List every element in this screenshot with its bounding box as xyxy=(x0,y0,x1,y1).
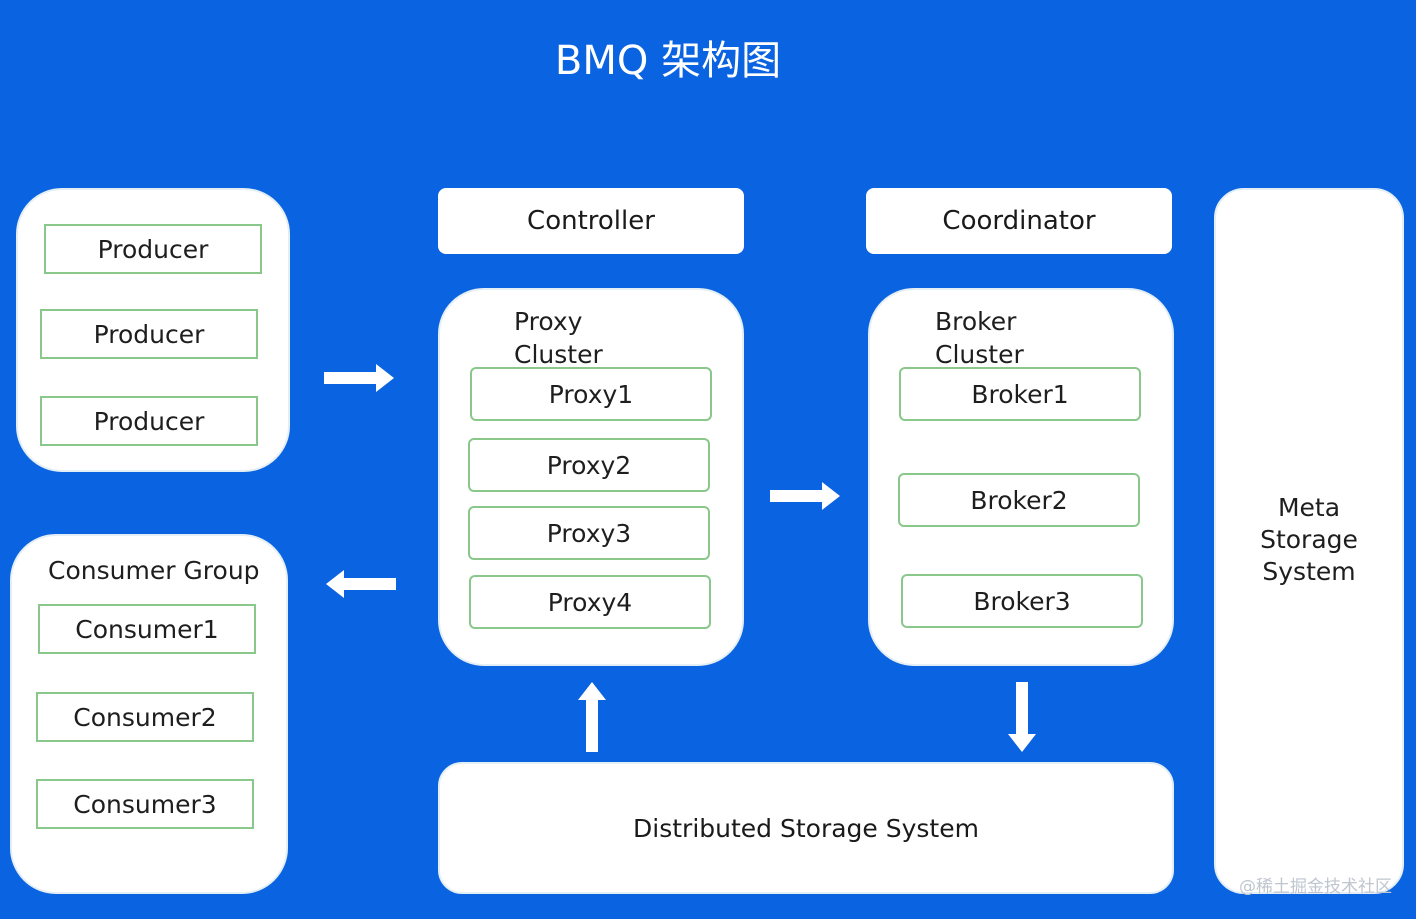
meta-storage-line2: Storage xyxy=(1260,525,1358,554)
producer-box-1: Producer xyxy=(44,224,262,274)
proxy-box-4: Proxy4 xyxy=(469,575,711,629)
meta-storage-line1: Meta xyxy=(1277,493,1341,522)
broker-cluster-label-line2: Cluster xyxy=(935,340,1024,369)
proxy-box-3: Proxy3 xyxy=(468,506,710,560)
arrow-proxy-to-consumers xyxy=(326,570,396,598)
producer-box-2: Producer xyxy=(40,309,258,359)
broker-box-1: Broker1 xyxy=(899,367,1141,421)
distributed-storage-label: Distributed Storage System xyxy=(633,813,979,843)
controller-box: Controller xyxy=(438,188,744,254)
proxy-cluster-label-line1: Proxy xyxy=(514,307,583,336)
meta-storage-label: Meta Storage System xyxy=(1214,492,1404,588)
consumer-box-3: Consumer3 xyxy=(36,779,254,829)
consumer-group-label: Consumer Group xyxy=(48,556,260,585)
coordinator-box: Coordinator xyxy=(866,188,1172,254)
diagram-title: BMQ 架构图 xyxy=(554,38,782,84)
distributed-storage-box: Distributed Storage System xyxy=(438,762,1174,894)
watermark: @稀土掘金技术社区 xyxy=(1239,877,1392,897)
arrow-producers-to-proxy xyxy=(324,364,394,392)
meta-storage-line3: System xyxy=(1262,557,1356,586)
arrow-storage-to-proxy xyxy=(578,682,606,752)
consumer-box-1: Consumer1 xyxy=(38,604,256,654)
broker-box-3: Broker3 xyxy=(901,574,1143,628)
arrow-broker-to-storage xyxy=(1008,682,1036,752)
meta-storage-panel xyxy=(1214,188,1404,894)
proxy-box-2: Proxy2 xyxy=(468,438,710,492)
proxy-cluster-label-line2: Cluster xyxy=(514,340,603,369)
broker-box-2: Broker2 xyxy=(898,473,1140,527)
broker-cluster-label-line1: Broker xyxy=(935,307,1017,336)
proxy-box-1: Proxy1 xyxy=(470,367,712,421)
producer-box-3: Producer xyxy=(40,396,258,446)
consumer-box-2: Consumer2 xyxy=(36,692,254,742)
arrow-proxy-to-broker xyxy=(770,482,840,510)
